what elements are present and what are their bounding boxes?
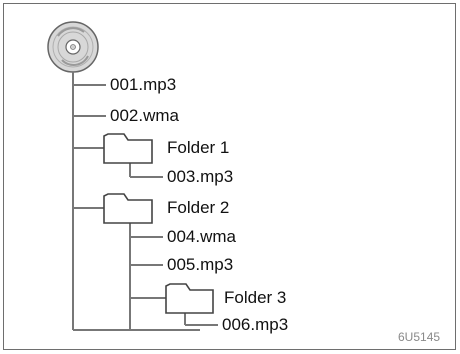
- tree-connectors: [72, 72, 218, 331]
- file-label-004: 004.wma: [167, 227, 236, 246]
- folder-icon: [103, 193, 153, 224]
- figure-code: 6U5145: [398, 330, 441, 344]
- file-label-002: 002.wma: [110, 106, 179, 125]
- file-label-006: 006.mp3: [222, 315, 289, 334]
- folder-label-1: Folder 1: [167, 138, 230, 157]
- folder-label-2: Folder 2: [167, 198, 230, 217]
- cd-disc-icon: [47, 21, 99, 73]
- folder-label-3: Folder 3: [224, 288, 287, 307]
- file-label-005: 005.mp3: [167, 255, 234, 274]
- folder-icon: [165, 283, 214, 314]
- file-label-001: 001.mp3: [110, 75, 177, 94]
- folder-icon: [103, 133, 153, 164]
- file-label-003: 003.mp3: [167, 167, 234, 186]
